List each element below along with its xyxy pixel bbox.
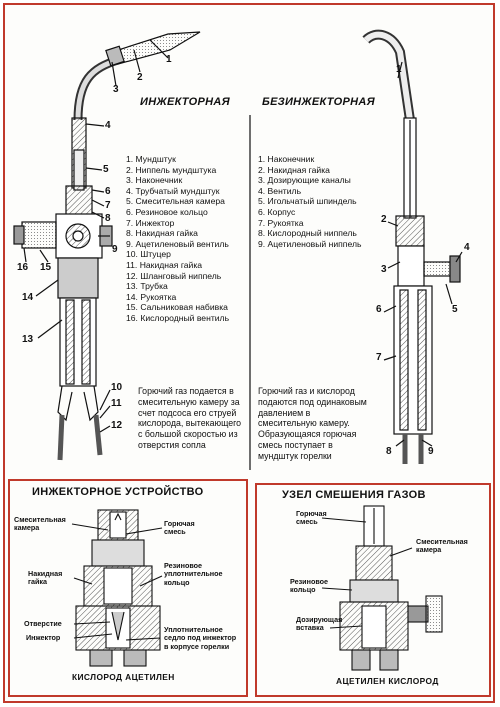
mixing-unit-drawing [321, 505, 443, 671]
injector-parts-list: 1. Мундштук 2. Ниппель мундштука 3. Нако… [126, 154, 229, 324]
label-combustible-mix: Горючая смесь [296, 509, 327, 527]
label-opening: Отверстие [24, 619, 62, 628]
list-item: 16. Кислородный вентиль [126, 312, 230, 323]
list-item: 6. Резиновое кольцо [126, 206, 208, 217]
callout-5: 5 [103, 164, 109, 175]
label-dosing-insert: Дозирующая вставка [296, 615, 343, 633]
injector-device-drawing [71, 509, 163, 667]
callout-14: 14 [22, 292, 34, 303]
callout-1: 1 [396, 64, 402, 75]
label-injector: Инжектор [26, 633, 61, 642]
callout-8: 8 [105, 213, 111, 224]
callout-6: 6 [105, 186, 111, 197]
list-item: 12. Шланговый ниппель [126, 270, 222, 281]
list-item: 5. Игольчатый шпиндель [258, 196, 357, 207]
mixing-unit-footer: АЦЕТИЛЕН КИСЛОРОД [336, 676, 439, 686]
noninjector-torch-drawing [362, 29, 463, 464]
callout-2: 2 [137, 72, 143, 83]
injector-device-footer: КИСЛОРОД АЦЕТИЛЕН [72, 672, 175, 682]
list-item: 15. Сальниковая набивка [126, 302, 228, 313]
callout-9: 9 [112, 244, 118, 255]
label-union-nut: Накидная гайка [28, 569, 63, 587]
label-rubber-ring: Резиновое уплотнительное кольцо [164, 561, 223, 587]
callout-3: 3 [381, 264, 387, 275]
callout-7: 7 [376, 352, 382, 363]
list-item: 4. Вентиль [258, 185, 302, 196]
injector-device-title: ИНЖЕКТОРНОЕ УСТРОЙСТВО [32, 486, 204, 498]
list-item: 10. Штуцер [126, 249, 171, 260]
callout-11: 11 [111, 398, 122, 409]
list-item: 8. Кислородный ниппель [258, 228, 357, 239]
list-item: 2. Накидная гайка [258, 164, 330, 175]
callout-4: 4 [464, 242, 470, 253]
injector-torch-title: ИНЖЕКТОРНАЯ [140, 96, 230, 108]
list-item: 4. Трубчатый мундштук [126, 185, 220, 196]
list-item: 7. Рукоятка [258, 217, 304, 228]
callout-10: 10 [111, 382, 123, 393]
callout-9: 9 [428, 446, 434, 457]
callout-3: 3 [113, 84, 119, 95]
callout-2: 2 [381, 214, 387, 225]
callout-1: 1 [166, 54, 172, 65]
list-item: 14. Рукоятка [126, 291, 177, 302]
callout-12: 12 [111, 420, 123, 431]
list-item: 11. Накидная гайка [126, 259, 203, 270]
label-mixing-chamber: Смесительная камера [416, 537, 468, 555]
callout-4: 4 [105, 120, 111, 131]
injector-torch-drawing [13, 31, 201, 461]
list-item: 9. Ацетиленовый вентиль [126, 238, 229, 249]
list-item: 3. Дозирующие каналы [258, 175, 351, 186]
noninjector-parts-list: 1. Наконечник 2. Накидная гайка 3. Дозир… [258, 154, 361, 249]
list-item: 13. Трубка [126, 281, 168, 292]
callout-7: 7 [105, 200, 111, 211]
callout-13: 13 [22, 334, 34, 345]
list-item: 5. Смесительная камера [126, 196, 225, 207]
list-item: 3. Наконечник [126, 175, 183, 186]
callout-6: 6 [376, 304, 382, 315]
list-item: 1. Наконечник [258, 154, 315, 164]
noninjector-torch-title: БЕЗИНЖЕКТОРНАЯ [262, 96, 375, 108]
injector-description: Горючий газ подается в смесительную каме… [138, 386, 242, 450]
mixing-unit-title: УЗЕЛ СМЕШЕНИЯ ГАЗОВ [282, 489, 426, 501]
label-mixing-chamber: Смесительная камера [14, 515, 66, 533]
list-item: 2. Ниппель мундштука [126, 164, 217, 175]
list-item: 9. Ацетиленовый ниппель [258, 238, 362, 249]
mixing-unit-box [255, 483, 491, 697]
injector-device-box [8, 479, 248, 697]
list-item: 6. Корпус [258, 206, 296, 217]
list-item: 8. Накидная гайка [126, 228, 198, 239]
label-rubber-ring: Резиновое кольцо [290, 577, 329, 595]
callout-16: 16 [17, 262, 29, 273]
list-item: 7. Инжектор [126, 217, 175, 228]
callout-15: 15 [40, 262, 52, 273]
callout-5: 5 [452, 304, 458, 315]
noninjector-description: Горючий газ и кислород подаются под один… [258, 386, 367, 461]
callout-8: 8 [386, 446, 392, 457]
list-item: 1. Мундштук [126, 154, 176, 164]
label-combustible-mix: Горючая смесь [164, 519, 195, 537]
label-seal-seat: Уплотнительное седло под инжектор в корп… [164, 625, 237, 651]
